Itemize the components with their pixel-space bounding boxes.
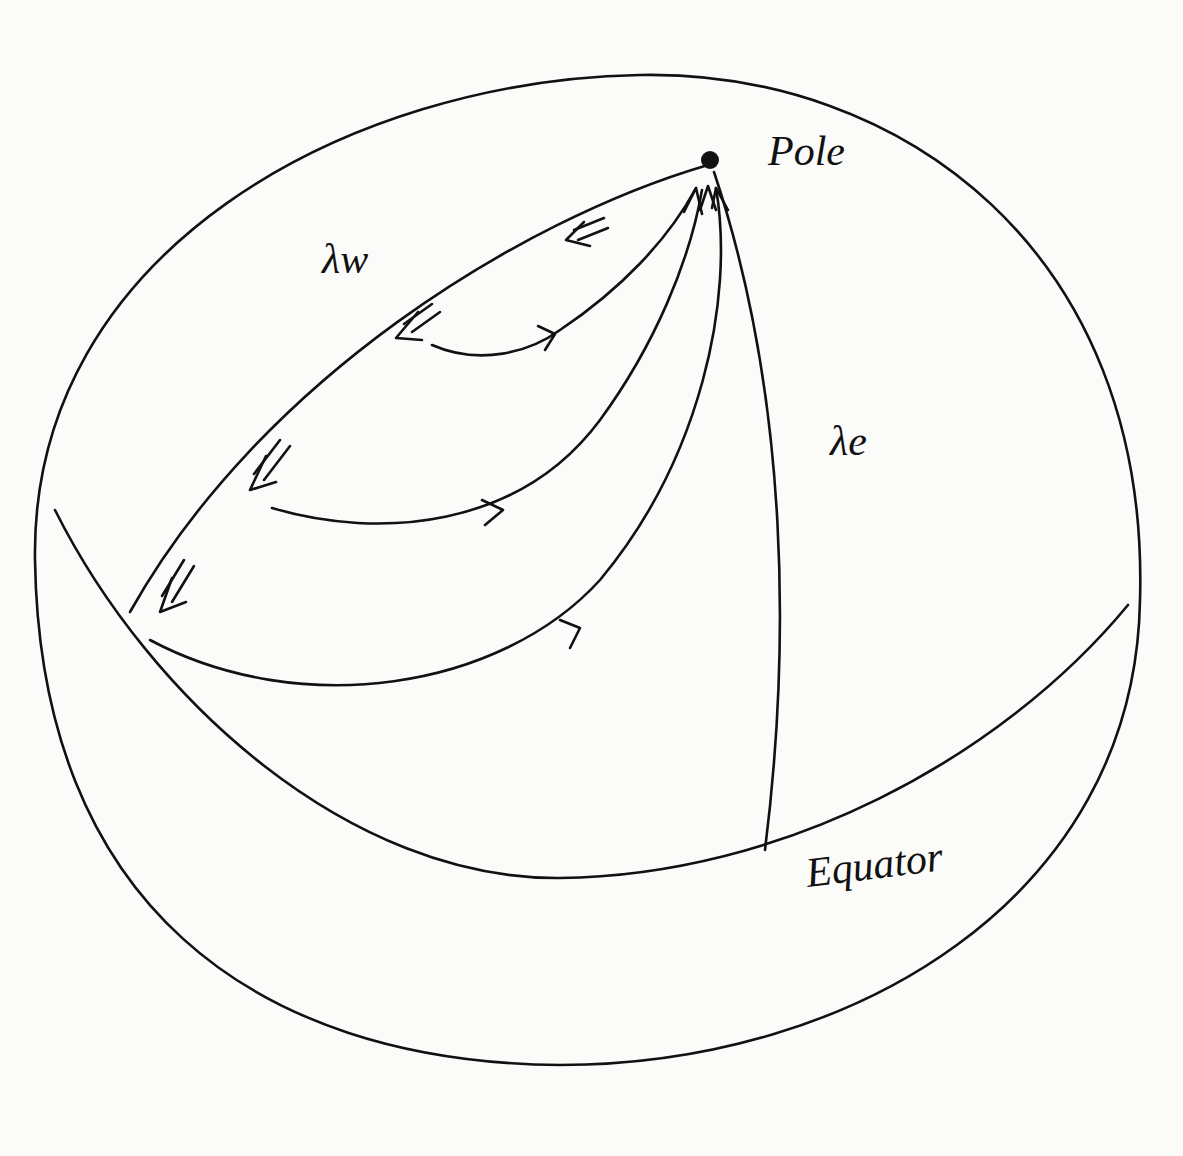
flow-curve xyxy=(272,190,702,524)
meridian-east xyxy=(714,172,780,850)
hollow-arrow xyxy=(396,304,440,340)
hollow-arrow xyxy=(566,218,608,246)
meridian-label: λe xyxy=(830,418,867,464)
sphere-outline xyxy=(35,75,1140,1065)
meridian-label: λw xyxy=(322,236,368,282)
hollow-arrow xyxy=(250,440,290,490)
equator-label: Equator xyxy=(803,833,945,896)
arrowhead xyxy=(560,620,580,648)
arrowhead xyxy=(482,500,503,525)
flow-curve xyxy=(432,188,696,355)
arrowhead xyxy=(538,326,555,350)
equator-line xyxy=(55,510,1128,878)
hollow-arrow xyxy=(160,560,194,612)
pole-dot xyxy=(701,151,719,169)
pole-label: Pole xyxy=(768,128,845,174)
arrowhead xyxy=(712,188,728,210)
flow-curve xyxy=(150,188,721,685)
meridian-west xyxy=(130,165,708,612)
